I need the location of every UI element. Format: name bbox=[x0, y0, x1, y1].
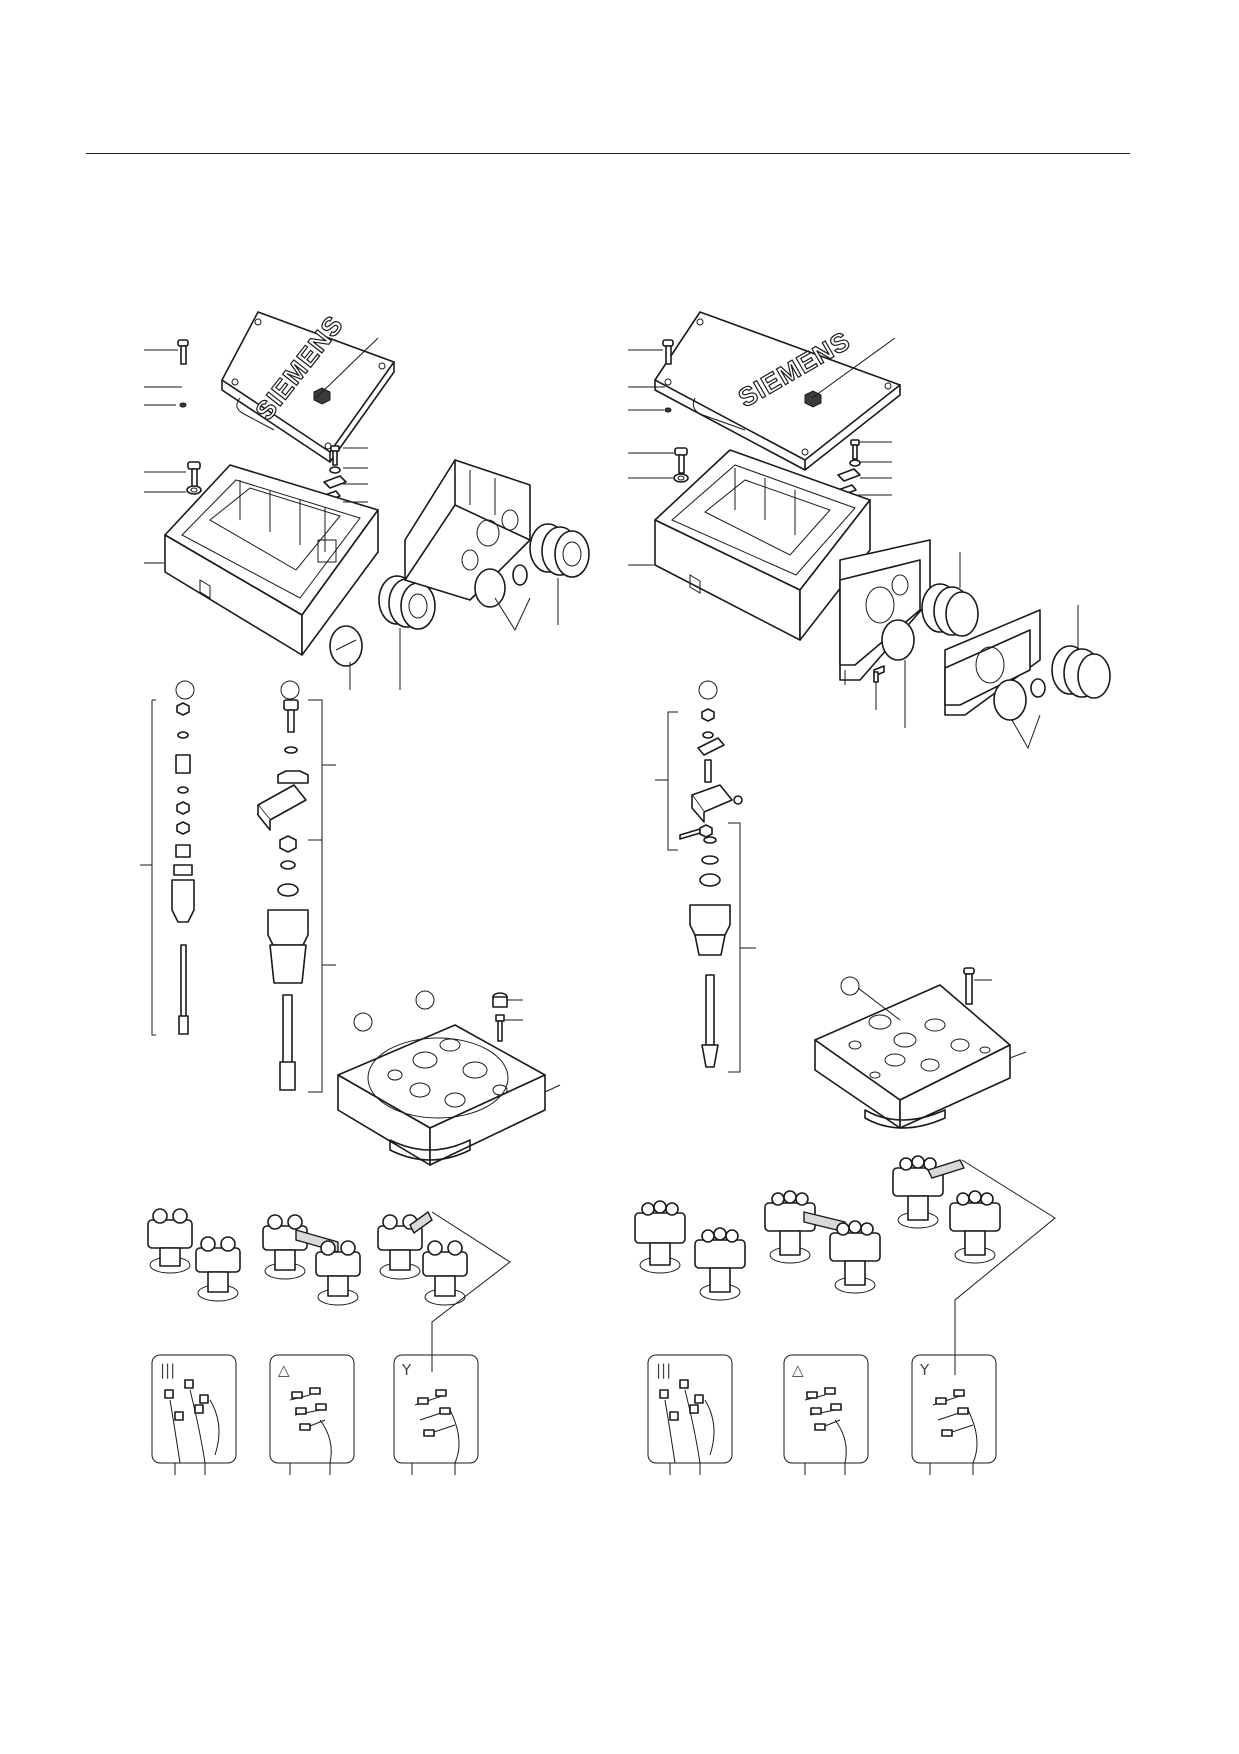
right-box-screw bbox=[673, 447, 689, 483]
right-adapter-flange-2 bbox=[944, 609, 1111, 721]
right-terminal-box bbox=[654, 449, 871, 641]
left-variant-markers bbox=[175, 680, 435, 1032]
header-rule bbox=[86, 153, 1130, 154]
left-adapter-housing bbox=[404, 459, 531, 601]
left-front-gland bbox=[329, 575, 436, 667]
left-terminal-box bbox=[164, 464, 379, 656]
left-upper-leaders bbox=[144, 337, 559, 690]
right-lid-screw bbox=[662, 339, 674, 413]
left-terminal-stack-b bbox=[257, 699, 336, 1093]
right-small-screws bbox=[837, 439, 861, 496]
left-connection-diagrams: ||| △ Y bbox=[151, 1354, 479, 1475]
left-side-gland bbox=[474, 523, 590, 608]
left-terminal-stack-a bbox=[140, 699, 195, 1036]
left-lid-center-nut bbox=[313, 387, 331, 405]
left-delta-symbol: △ bbox=[278, 1361, 290, 1379]
left-assembly: SIEMENS bbox=[140, 309, 590, 1475]
right-terminal-clamps bbox=[634, 1155, 1056, 1375]
right-parallel-symbol: ||| bbox=[656, 1361, 671, 1379]
left-small-screws bbox=[321, 445, 347, 502]
right-upper-leaders bbox=[628, 337, 1079, 750]
right-adapter-flange-1 bbox=[839, 539, 979, 683]
left-terminal-clamps bbox=[147, 1208, 511, 1372]
left-lid-screw bbox=[177, 339, 189, 408]
right-delta-symbol: △ bbox=[792, 1361, 804, 1379]
right-connection-diagrams: ||| △ Y bbox=[647, 1354, 997, 1475]
right-flange-plate bbox=[814, 967, 1027, 1129]
right-lid: SIEMENS bbox=[654, 311, 901, 471]
left-parallel-symbol: ||| bbox=[160, 1361, 175, 1379]
left-flange-plate bbox=[337, 992, 561, 1166]
right-assembly: SIEMENS bbox=[628, 311, 1111, 1475]
left-box-screw bbox=[186, 461, 202, 495]
left-lid: SIEMENS bbox=[221, 309, 395, 463]
right-variant-markers bbox=[698, 680, 860, 996]
right-star-symbol: Y bbox=[919, 1361, 930, 1379]
left-star-symbol: Y bbox=[401, 1361, 412, 1379]
right-terminal-stack bbox=[655, 708, 756, 1073]
